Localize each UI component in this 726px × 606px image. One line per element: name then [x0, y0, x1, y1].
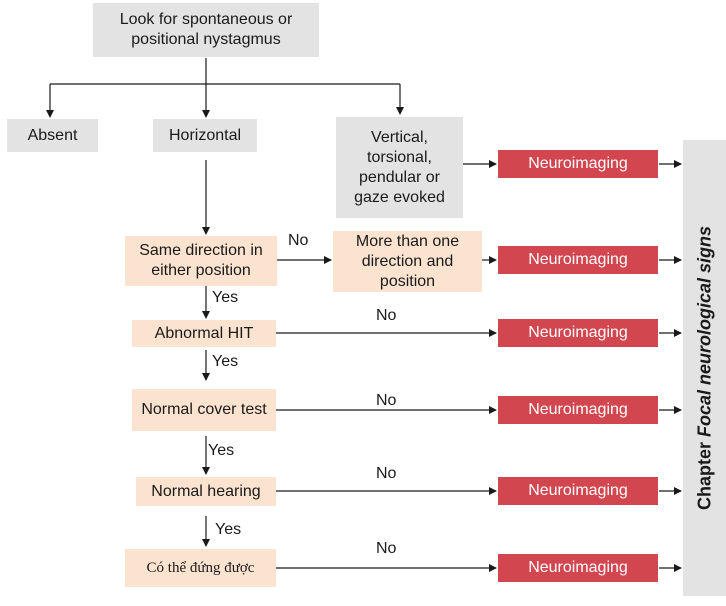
chapter-sidebar: Chapter Focal neurological signs [683, 140, 726, 596]
normal-hearing-box: Normal hearing [136, 477, 276, 506]
yes-label-3: Yes [208, 442, 235, 459]
neuroimaging-box-4: Neuroimaging [498, 396, 658, 424]
neuroimaging-box-2: Neuroimaging [498, 246, 658, 274]
yes-label-1: Yes [212, 289, 239, 306]
can-stand-box: Có thể đứng được [125, 549, 276, 587]
abnormal-hit-text: Abnormal HIT [154, 324, 254, 342]
normal-hearing-text: Normal hearing [151, 482, 261, 500]
no-label-5: No [376, 540, 397, 557]
neuroimaging-text-3: Neuroimaging [528, 324, 628, 341]
start-text: Look for spontaneous or positional nysta… [119, 11, 293, 48]
no-label-4: No [376, 465, 397, 482]
more-than-one-text: More than one direction and position [355, 232, 460, 290]
no-label-1: No [288, 232, 309, 249]
no-label-2: No [376, 307, 397, 324]
chapter-name: Focal neurological signs [694, 225, 714, 438]
can-stand-text: Có thể đứng được [146, 560, 255, 576]
neuroimaging-box-5: Neuroimaging [498, 477, 658, 505]
neuroimaging-text-2: Neuroimaging [528, 251, 628, 268]
start-box: Look for spontaneous or positional nysta… [93, 3, 319, 57]
abnormal-hit-box: Abnormal HIT [132, 320, 276, 347]
absent-box: Absent [7, 119, 98, 152]
neuroimaging-text-1: Neuroimaging [528, 155, 628, 172]
vertical-box: Vertical, torsional, pendular or gaze ev… [336, 117, 463, 218]
same-direction-text: Same direction in either position [139, 242, 263, 279]
more-than-one-box: More than one direction and position [333, 231, 482, 292]
neuroimaging-box-6: Neuroimaging [498, 554, 658, 582]
neuroimaging-box-1: Neuroimaging [498, 150, 658, 178]
yes-label-2: Yes [212, 353, 239, 370]
horizontal-text: Horizontal [168, 126, 242, 144]
chapter-prefix: Chapter [694, 442, 714, 511]
chapter-title: Chapter Focal neurological signs [694, 226, 715, 510]
neuroimaging-box-3: Neuroimaging [498, 319, 658, 347]
horizontal-box: Horizontal [153, 119, 257, 152]
no-label-3: No [376, 392, 397, 409]
absent-text: Absent [27, 126, 78, 144]
same-direction-box: Same direction in either position [125, 236, 277, 286]
yes-label-4: Yes [215, 521, 242, 538]
vertical-text: Vertical, torsional, pendular or gaze ev… [354, 128, 445, 206]
neuroimaging-text-5: Neuroimaging [528, 482, 628, 499]
neuroimaging-text-4: Neuroimaging [528, 401, 628, 418]
neuroimaging-text-6: Neuroimaging [528, 559, 628, 576]
normal-cover-text: Normal cover test [141, 401, 267, 418]
normal-cover-box: Normal cover test [132, 389, 276, 431]
